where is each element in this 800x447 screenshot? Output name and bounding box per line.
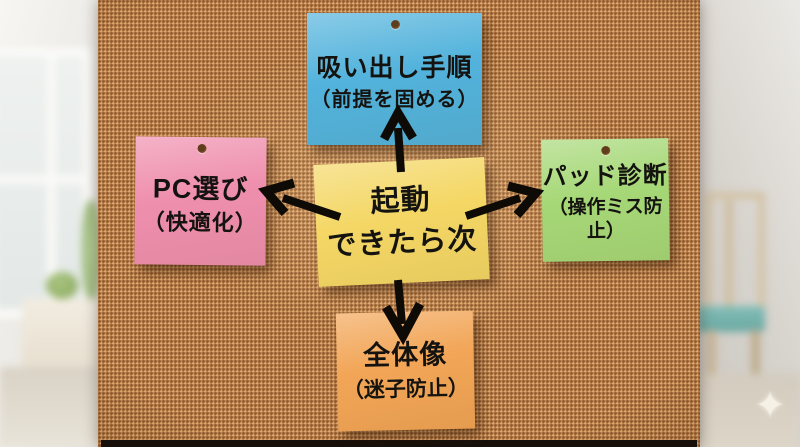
note-pc-selection: PC選び （快適化） — [134, 136, 267, 266]
window-bar — [0, 175, 83, 184]
note-subtitle: （快適化） — [142, 209, 258, 236]
note-title-line2: できたら次 — [326, 223, 479, 263]
note-subtitle: （前提を固める） — [310, 89, 479, 111]
note-title: PC選び — [152, 173, 249, 204]
room-photo-left — [0, 0, 102, 447]
note-subtitle: （迷子防止） — [342, 376, 470, 402]
pin-hole-icon — [600, 145, 610, 156]
note-title: パッド診断 — [542, 162, 668, 191]
window — [0, 48, 92, 318]
window-bar — [47, 57, 56, 309]
note-title: 吸い出し手順 — [316, 54, 473, 82]
sparkle-icon: ✦ — [754, 385, 786, 427]
room-photo-right — [697, 0, 800, 447]
plant — [46, 272, 78, 299]
floor — [0, 367, 99, 447]
room-right-blur — [697, 0, 800, 447]
note-overall-picture: 全体像 （迷子防止） — [335, 310, 476, 432]
floor — [699, 374, 800, 447]
note-extraction-steps: 吸い出し手順 （前提を固める） — [307, 13, 482, 145]
chair — [725, 200, 733, 310]
chair-seat — [697, 306, 765, 332]
note-center-topic: 起動 できたら次 — [313, 157, 490, 287]
room-left-blur — [0, 0, 102, 447]
note-subtitle: （操作ミス防止） — [548, 195, 663, 243]
note-title: 全体像 — [362, 339, 448, 372]
chair-leg — [707, 330, 716, 404]
cabinet — [22, 299, 102, 369]
pin-hole-icon — [390, 20, 400, 29]
note-title-line1: 起動 — [369, 183, 432, 219]
chair-leg — [751, 330, 760, 406]
pin-hole-icon — [197, 143, 207, 154]
note-pad-diagnosis: パッド診断 （操作ミス防止） — [541, 138, 670, 262]
plant — [82, 200, 100, 300]
board-bottom-edge — [101, 440, 697, 447]
